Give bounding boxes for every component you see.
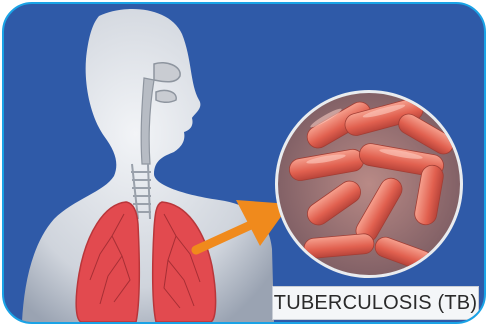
caption-label: TUBERCULOSIS (TB) (272, 286, 479, 320)
illustration-frame: TUBERCULOSIS (TB) (2, 2, 486, 324)
tb-illustration (4, 4, 484, 322)
magnified-bacteria-circle (275, 90, 463, 278)
human-torso-illustration (22, 9, 274, 322)
